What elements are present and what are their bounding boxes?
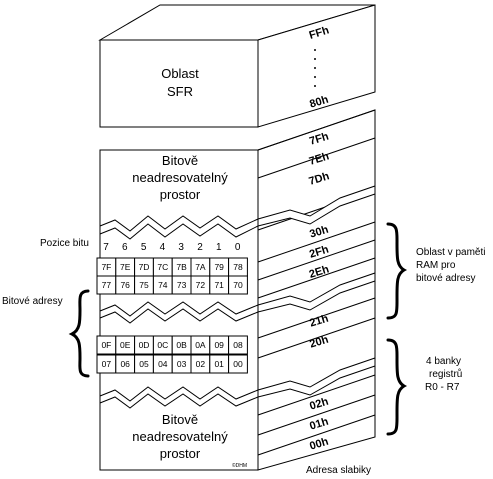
bit-cell (228, 275, 248, 295)
upper-block-line1: Bitově (162, 153, 198, 168)
bit-address-77: 77 (102, 280, 112, 290)
banks-brace (386, 338, 408, 436)
bit-area-label-line2: RAM pro (416, 260, 456, 271)
break-marks (99, 185, 376, 409)
lower-block-line2: neadresovatelný (132, 429, 228, 444)
bit-position-1: 1 (216, 242, 222, 253)
sfr-top-address: FFh (308, 24, 331, 41)
bit-address-7D: 7D (139, 262, 150, 272)
bit-address-76: 76 (120, 280, 130, 290)
bit-address-70: 70 (233, 280, 243, 290)
address-7Dh: 7Dh (307, 170, 331, 188)
byte-address-label: Adresa slabiky (306, 465, 371, 476)
bit-address-0D: 0D (139, 340, 150, 350)
bit-address-06: 06 (120, 359, 130, 369)
address-30h: 30h (308, 224, 330, 241)
address-21h: 21h (308, 313, 330, 330)
address-20h: 20h (308, 334, 330, 351)
bit-address-74: 74 (158, 280, 168, 290)
bit-address-04: 04 (158, 359, 168, 369)
bit-addresses-brace (68, 289, 90, 378)
bit-address-7B: 7B (176, 262, 187, 272)
address-2Fh: 2Fh (308, 243, 330, 260)
bit-address-79: 79 (214, 262, 224, 272)
bit-positions-label: Pozice bitu (40, 238, 89, 249)
lower-block-line1: Bitově (162, 412, 198, 427)
bit-address-0E: 0E (120, 340, 131, 350)
bit-address-07: 07 (102, 359, 112, 369)
sfr-label-line1: Oblast (161, 66, 199, 81)
address-7Eh: 7Eh (308, 150, 331, 167)
address-02h: 02h (308, 396, 330, 413)
bit-address-7A: 7A (195, 262, 206, 272)
bit-address-grid: 7F 7E 7D 7C 7B 7A 79 78 77 76 75 74 73 72 71 70 0F 0E 0D 0C… (96, 257, 248, 374)
bit-address-7E: 7E (120, 262, 131, 272)
bit-address-72: 72 (196, 280, 206, 290)
bit-address-01: 01 (214, 359, 224, 369)
bit-address-0A: 0A (195, 340, 206, 350)
bit-addresses-label: Bitové adresy (2, 296, 63, 307)
sfr-ellipsis-dots (314, 49, 316, 87)
copyright-mark: ©DHM (232, 462, 247, 469)
bit-address-03: 03 (177, 359, 187, 369)
side-slab-lines (257, 109, 376, 456)
bit-address-02: 02 (196, 359, 206, 369)
sfr-block (98, 4, 376, 128)
bit-position-7: 7 (103, 242, 109, 253)
bit-position-0: 0 (235, 242, 241, 253)
banks-label-line3: R0 - R7 (425, 382, 460, 393)
bit-area-brace (386, 222, 408, 320)
address-01h: 01h (308, 416, 330, 433)
bit-position-2: 2 (197, 242, 203, 253)
upper-block-line3: prostor (160, 187, 201, 202)
bit-address-71: 71 (214, 280, 224, 290)
bit-address-78: 78 (233, 262, 243, 272)
sfr-label-line2: SFR (167, 84, 193, 99)
bit-position-4: 4 (160, 242, 166, 253)
bit-address-7F: 7F (101, 262, 111, 272)
bit-position-5: 5 (141, 242, 147, 253)
bit-position-3: 3 (178, 242, 184, 253)
bit-address-05: 05 (139, 359, 149, 369)
sfr-bottom-address: 80h (308, 94, 330, 111)
bit-positions-row: 7 6 5 4 3 2 1 0 (103, 242, 241, 253)
bit-position-6: 6 (122, 242, 128, 253)
bit-address-7C: 7C (157, 262, 168, 272)
bit-address-09: 09 (214, 340, 224, 350)
banks-label-line1: 4 banky (426, 356, 461, 367)
bit-address-0F: 0F (101, 340, 111, 350)
bit-address-0B: 0B (176, 340, 187, 350)
bit-area-label-line3: bitové adresy (416, 273, 475, 284)
bit-address-73: 73 (177, 280, 187, 290)
banks-label-line2: registrů (429, 368, 462, 380)
bit-cell (228, 354, 248, 374)
bit-cell (228, 335, 248, 355)
address-7Fh: 7Fh (308, 130, 330, 147)
bit-address-0C: 0C (157, 340, 168, 350)
address-2Eh: 2Eh (308, 263, 331, 280)
upper-block-line2: neadresovatelný (132, 170, 228, 185)
bit-address-00: 00 (233, 359, 243, 369)
address-00h: 00h (308, 436, 330, 453)
bit-area-label-line1: Oblast v paměti (416, 247, 485, 258)
bit-address-75: 75 (139, 280, 149, 290)
sfr-front-face (99, 39, 259, 128)
bit-address-08: 08 (233, 340, 243, 350)
lower-block-line3: prostor (160, 446, 201, 461)
